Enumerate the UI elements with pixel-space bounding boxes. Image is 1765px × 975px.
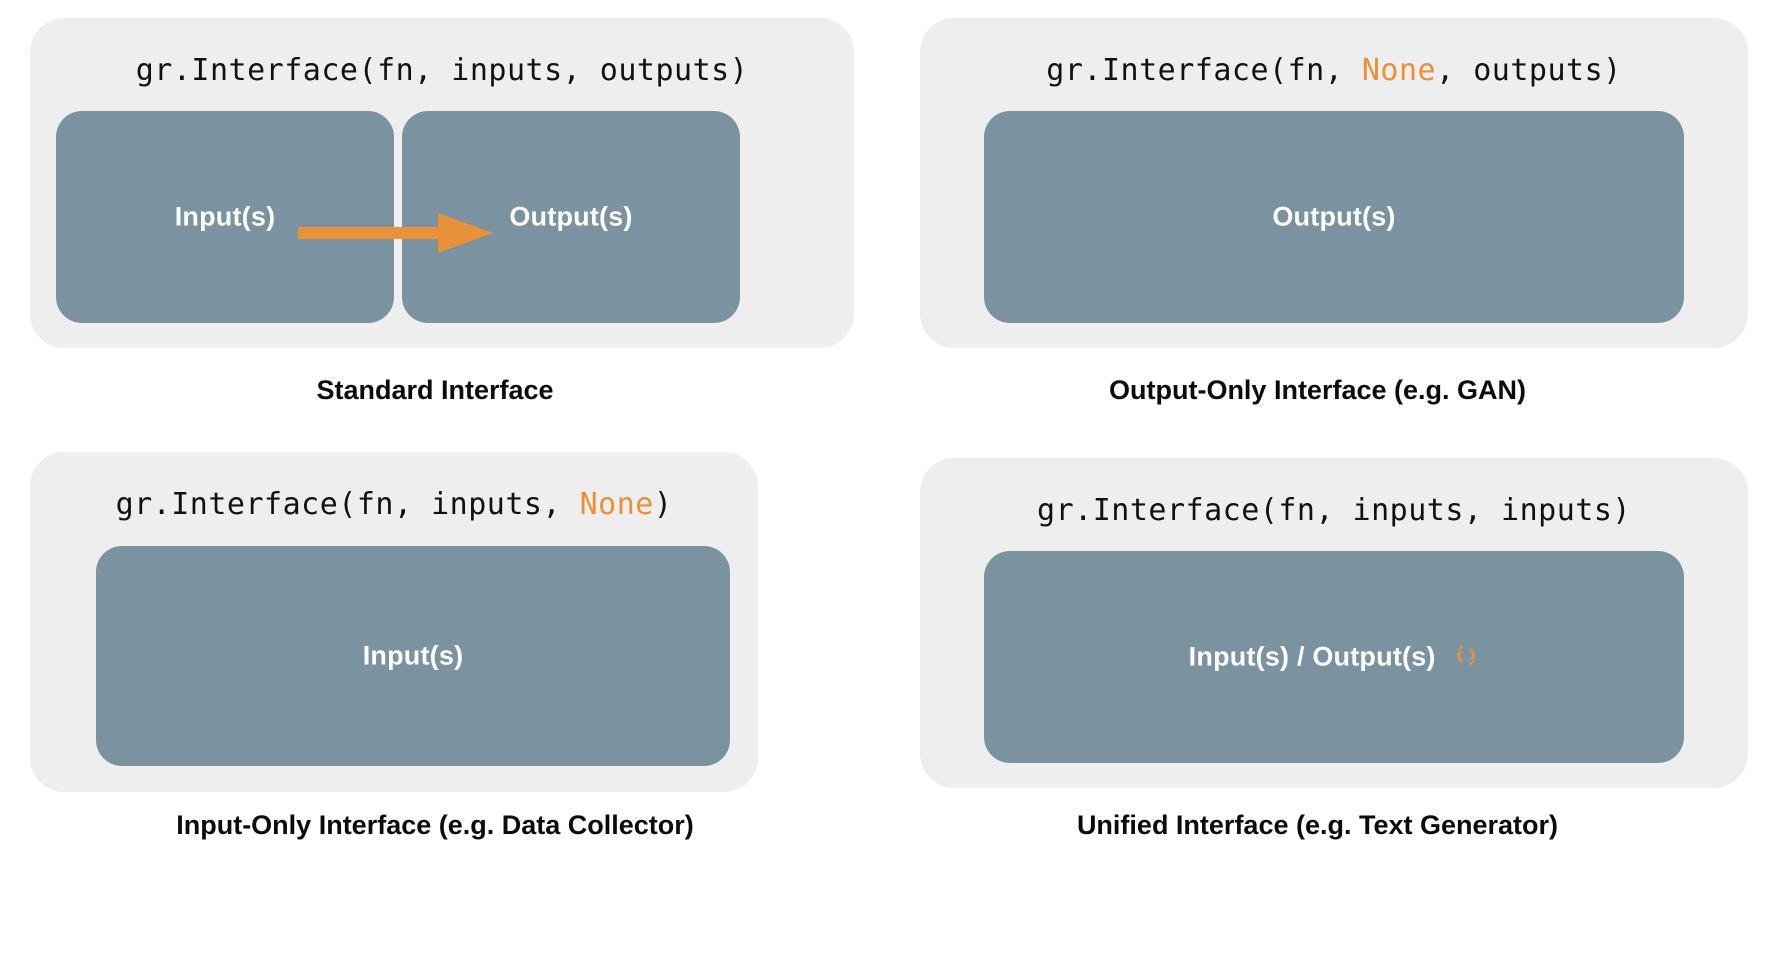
panel-card: gr.Interface(fn, inputs, None) Input(s): [30, 452, 758, 792]
panel-caption: Unified Interface (e.g. Text Generator): [1076, 810, 1559, 840]
panel-caption: Output-Only Interface (e.g. GAN): [1108, 375, 1526, 405]
code-header: gr.Interface(fn, None, outputs): [920, 53, 1748, 88]
input-box-label: Input(s): [174, 201, 276, 232]
code-text-none: None: [579, 487, 654, 522]
input-box-label: Input(s): [362, 640, 464, 671]
output-box: Output(s): [984, 111, 1684, 323]
panel-unified-interface: gr.Interface(fn, inputs, inputs) Input(s…: [870, 440, 1765, 975]
output-box-label: Output(s): [1272, 201, 1396, 232]
code-text-prefix: gr.Interface(fn, inputs,: [115, 487, 580, 522]
input-output-box-label: Input(s) / Output(s): [984, 642, 1684, 673]
input-output-box: Input(s) / Output(s): [984, 551, 1684, 763]
flow-arrow-icon: [298, 213, 493, 253]
panel-caption: Standard Interface: [316, 375, 554, 405]
code-header: gr.Interface(fn, inputs, None): [30, 487, 758, 522]
code-header: gr.Interface(fn, inputs, inputs): [920, 493, 1748, 528]
code-text: gr.Interface(fn, inputs, inputs): [1037, 493, 1631, 528]
io-label-text: Input(s) / Output(s): [1188, 641, 1436, 672]
code-text-suffix: ): [653, 487, 673, 522]
panel-output-only-interface: gr.Interface(fn, None, outputs) Output(s…: [870, 0, 1765, 440]
panel-card: gr.Interface(fn, inputs, outputs) Input(…: [30, 18, 854, 348]
input-box: Input(s): [96, 546, 730, 766]
code-text-suffix: , outputs): [1436, 53, 1622, 88]
output-box-label: Output(s): [509, 201, 633, 232]
panel-input-only-interface: gr.Interface(fn, inputs, None) Input(s) …: [0, 440, 870, 975]
panel-card: gr.Interface(fn, inputs, inputs) Input(s…: [920, 458, 1748, 788]
cycle-icon: [1457, 644, 1476, 667]
output-box: Output(s): [402, 111, 740, 323]
code-text-none: None: [1361, 53, 1437, 88]
panel-standard-interface: gr.Interface(fn, inputs, outputs) Input(…: [0, 0, 870, 440]
code-text-prefix: gr.Interface(fn,: [1046, 53, 1362, 88]
input-box: Input(s): [56, 111, 394, 323]
panel-caption: Input-Only Interface (e.g. Data Collecto…: [176, 810, 694, 840]
code-header: gr.Interface(fn, inputs, outputs): [30, 53, 854, 88]
code-text: gr.Interface(fn, inputs, outputs): [135, 53, 749, 88]
panel-card: gr.Interface(fn, None, outputs) Output(s…: [920, 18, 1748, 348]
